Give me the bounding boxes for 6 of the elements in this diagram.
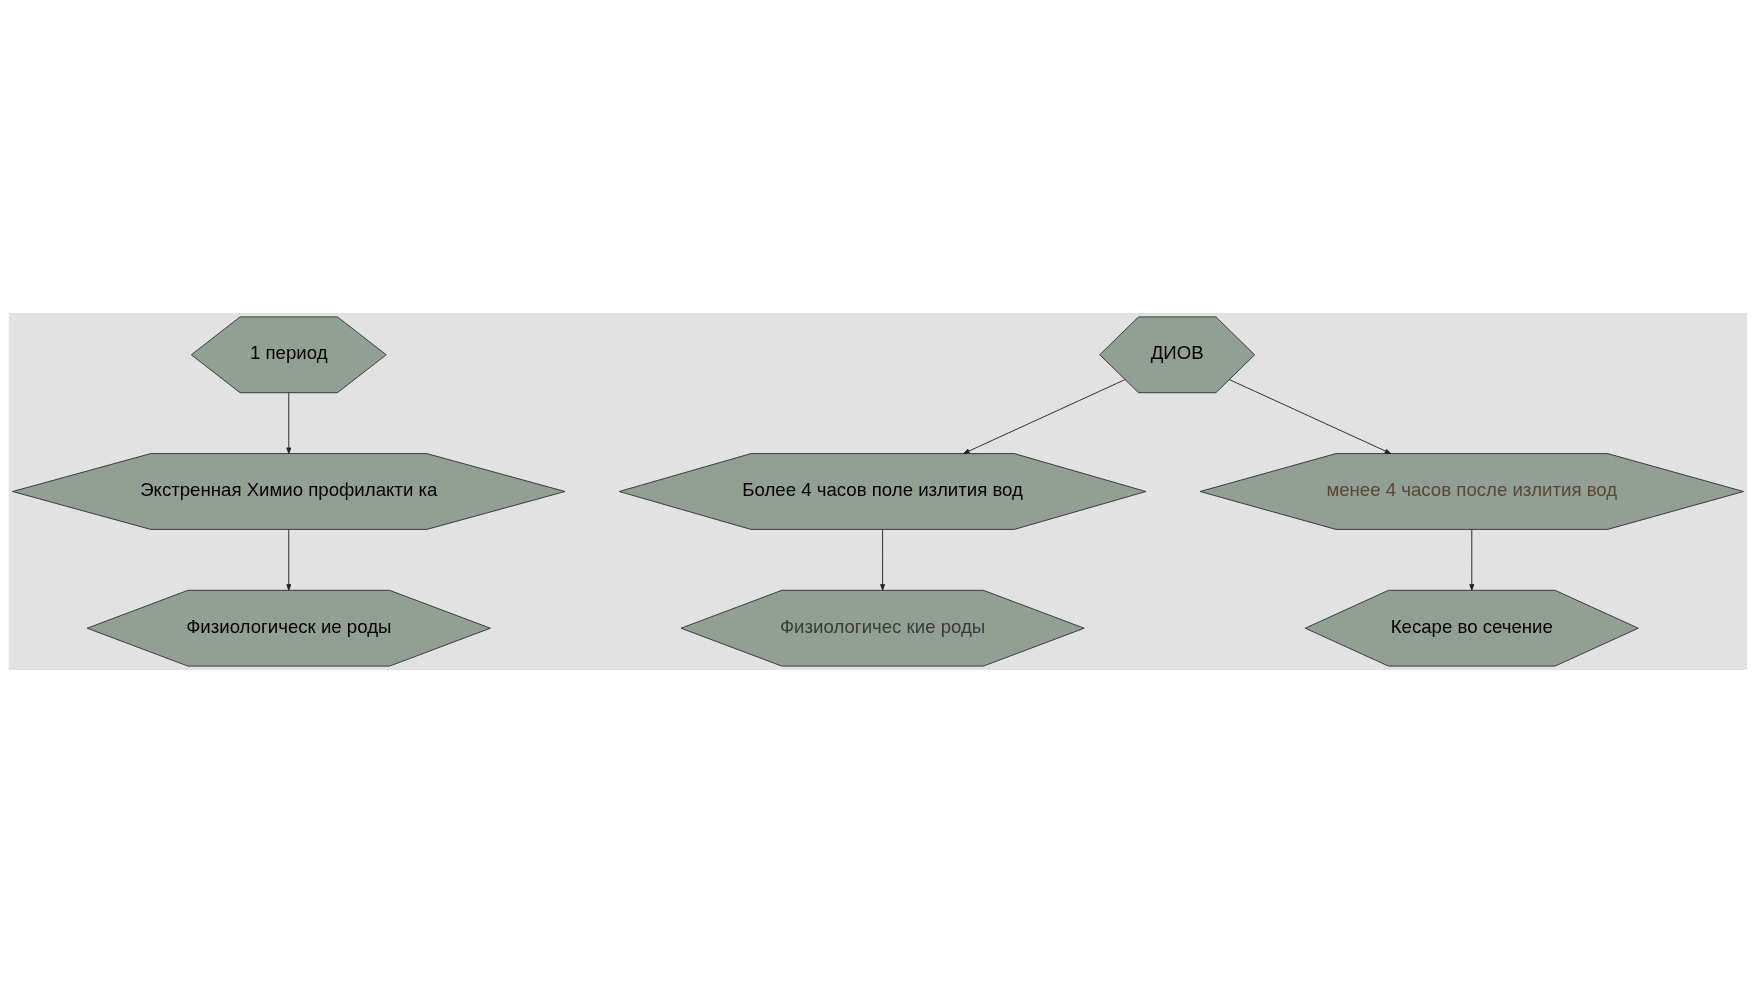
arrow bbox=[880, 528, 886, 591]
arrow bbox=[286, 528, 292, 591]
arrow bbox=[1229, 378, 1392, 454]
arrow bbox=[286, 391, 292, 454]
arrow bbox=[963, 378, 1126, 454]
arrow bbox=[1469, 528, 1475, 591]
